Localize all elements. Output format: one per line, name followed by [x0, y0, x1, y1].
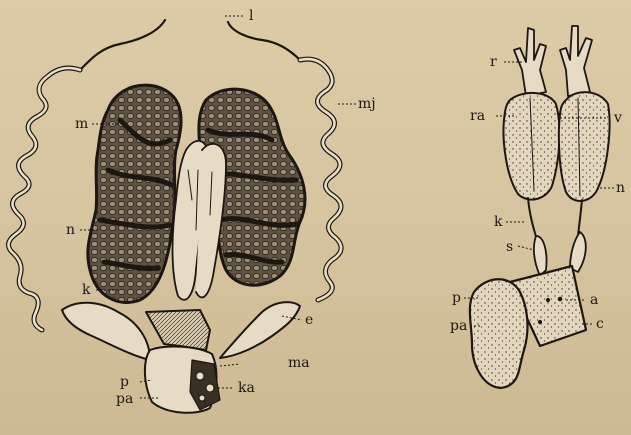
label-a: a — [590, 293, 598, 307]
label-pa-right: pa — [450, 319, 467, 333]
label-pa: pa — [116, 392, 133, 406]
label-c: c — [596, 317, 604, 331]
label-n: n — [66, 223, 75, 237]
label-p: p — [120, 375, 129, 389]
label-r: r — [490, 55, 497, 69]
left-gland — [88, 85, 181, 302]
label-p-right: p — [452, 291, 461, 305]
left-branch-r — [514, 28, 546, 96]
label-k: k — [82, 283, 90, 297]
bulb-p-pa — [470, 279, 528, 388]
base-block — [146, 310, 210, 350]
right-branch-r — [560, 26, 592, 96]
left-vesicle-ra — [504, 93, 560, 200]
label-m: m — [75, 117, 88, 131]
right-specimen — [470, 26, 610, 388]
right-duct-l — [228, 22, 300, 60]
label-e: e — [305, 313, 313, 327]
left-limb-s — [534, 236, 547, 276]
label-s: s — [506, 240, 513, 254]
left-duct-l — [80, 20, 165, 70]
left-limb-e — [62, 303, 150, 360]
left-specimen — [8, 20, 341, 413]
right-vesicle-v — [559, 92, 610, 201]
label-ma: ma — [288, 356, 310, 370]
right-limb-e — [220, 302, 300, 358]
label-mj: mj — [358, 97, 376, 111]
label-v: v — [614, 111, 622, 125]
label-n-right: n — [616, 181, 625, 195]
label-k-right: k — [494, 215, 502, 229]
label-l: l — [249, 9, 253, 23]
label-ka: ka — [238, 381, 255, 395]
label-ra: ra — [470, 109, 485, 123]
left-convoluted-duct — [8, 68, 80, 330]
